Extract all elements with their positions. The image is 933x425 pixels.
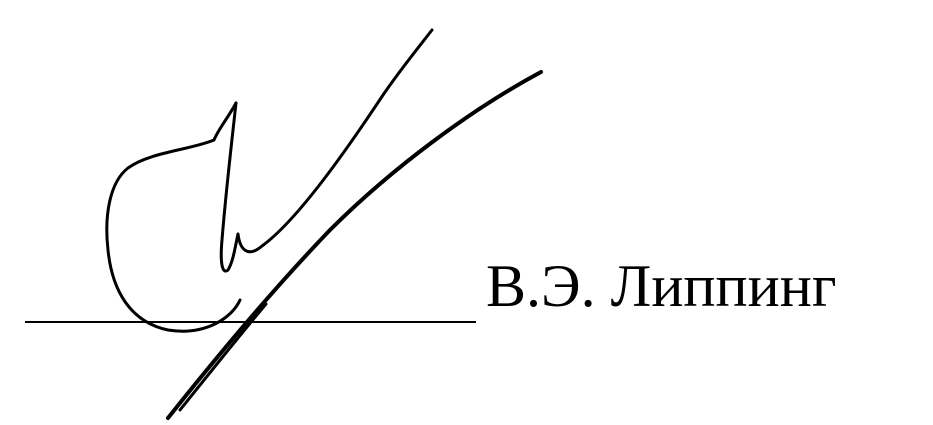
signature-diagonal-stroke [166,70,543,420]
signature-loop-stroke [105,101,242,333]
signer-name: В.Э. Липпинг [486,253,837,319]
signature-rising-stroke [219,28,434,273]
signature-diagonal-double-stroke [178,302,268,412]
